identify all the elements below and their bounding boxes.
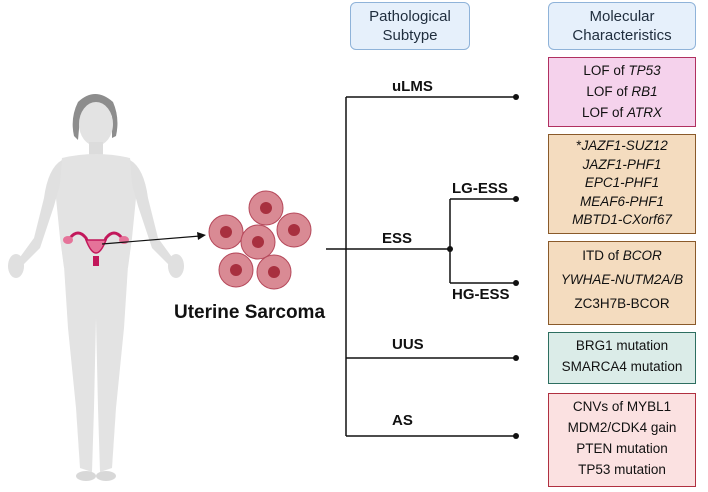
label-hg-ess: HG-ESS [452,286,510,303]
label-ulms: uLMS [392,78,433,95]
molecular-characteristics-header: Molecular Characteristics [548,2,696,50]
human-figure-illustration [8,94,184,481]
label-lg-ess: LG-ESS [452,180,508,197]
molecular-entry: SMARCA4 mutation [561,359,683,374]
molecular-entry: *JAZF1-SUZ12 [576,138,668,153]
node-dot [513,196,519,202]
header-line: Pathological [369,8,451,25]
arrow-figure-to-sarcoma [101,232,206,245]
molecular-box-lg-ess: *JAZF1-SUZ12 JAZF1-PHF1 EPC1-PHF1 MEAF6-… [548,134,696,234]
molecular-entry: MBTD1-CXorf67 [572,212,672,227]
node-dot [513,280,519,286]
molecular-box-as: CNVs of MYBL1 MDM2/CDK4 gain PTEN mutati… [548,393,696,487]
molecular-entry: ZC3H7B-BCOR [574,296,670,311]
label-ess: ESS [382,230,413,247]
molecular-entry: PTEN mutation [576,441,668,456]
node-dot [447,246,453,252]
node-dot [513,94,519,100]
molecular-entry: MEAF6-PHF1 [579,193,664,209]
molecular-entry: CNVs of MYBL1 [572,399,672,414]
molecular-entry: BRG1 mutation [575,338,669,353]
pathological-subtype-header: Pathological Subtype [350,2,470,50]
molecular-box-uus: BRG1 mutation SMARCA4 mutation [548,332,696,384]
molecular-entry: YWHAE-NUTM2A/B [560,272,684,287]
label-uus: UUS [392,336,424,353]
header-line: Molecular [589,8,655,25]
label-as: AS [392,412,413,429]
molecular-entry: LOF of RB1 [586,84,658,99]
header-line: Subtype [382,27,438,44]
molecular-box-ulms: LOF of TP53 LOF of RB1 LOF of ATRX [548,57,696,127]
header-line: Characteristics [572,27,672,44]
molecular-entry: TP53 mutation [578,462,666,477]
molecular-entry: JAZF1-PHF1 [582,156,662,172]
molecular-entry: LOF of ATRX [581,105,663,120]
center-title: Uterine Sarcoma [174,302,326,323]
molecular-entry: MDM2/CDK4 gain [567,420,677,435]
sarcoma-cells-illustration [208,190,312,290]
molecular-entry: LOF of TP53 [583,63,661,78]
molecular-entry: ITD of BCOR [582,248,662,263]
molecular-entry: EPC1-PHF1 [584,175,660,190]
molecular-box-hg-ess: ITD of BCOR YWHAE-NUTM2A/B ZC3H7B-BCOR [548,241,696,325]
node-dot [513,355,519,361]
node-dot [513,433,519,439]
